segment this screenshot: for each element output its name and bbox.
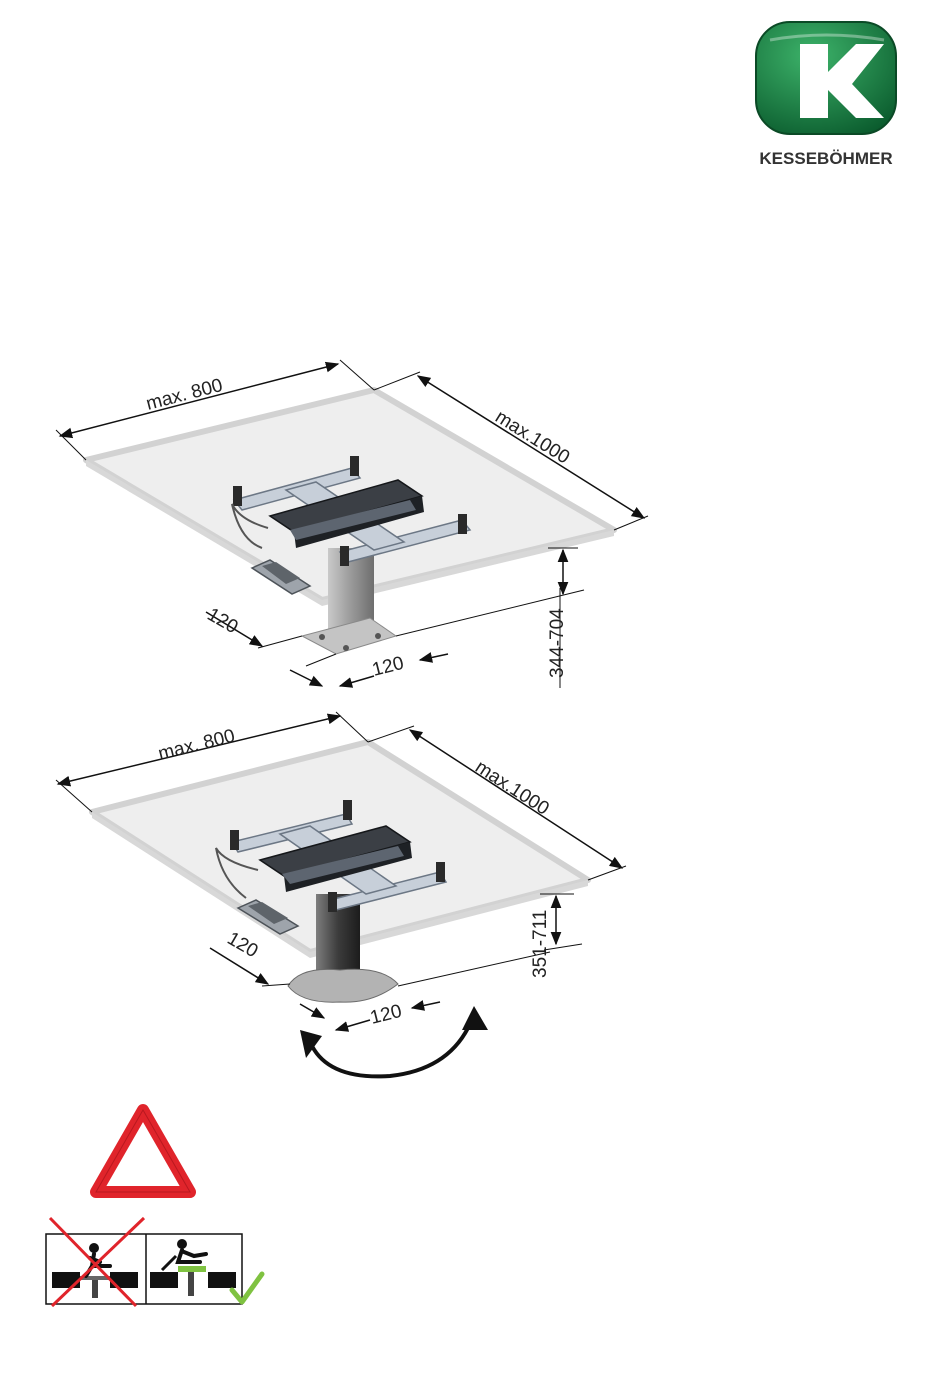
warning-triangle-icon — [96, 1110, 190, 1192]
base-plate — [288, 969, 398, 1002]
dimension-offset-left-label: 120 — [224, 928, 262, 962]
dimension-height-label: 344-704 — [547, 608, 568, 678]
diagram-top: max. 800 max.1000 344-704 120 120 — [56, 360, 648, 688]
dimension-width-label: max. 800 — [156, 726, 237, 765]
dimension-height-label: 351-711 — [530, 910, 551, 978]
base-plate — [302, 618, 396, 654]
dimension-offset-front-label: 120 — [370, 653, 406, 681]
brand-logo — [756, 22, 896, 134]
dimension-depth-label: max.1000 — [491, 406, 573, 468]
dimension-offset-front-label: 120 — [368, 1001, 404, 1029]
diagram-bottom: max. 800 max.1000 351-711 120 120 — [56, 712, 626, 1076]
dimension-width-label: max. 800 — [144, 375, 225, 415]
dimension-depth-label: max.1000 — [471, 757, 552, 820]
usage-panels — [46, 1218, 262, 1306]
brand-name: KESSEBÖHMER — [759, 149, 892, 168]
dimension-offset-left-label: 120 — [204, 604, 242, 638]
